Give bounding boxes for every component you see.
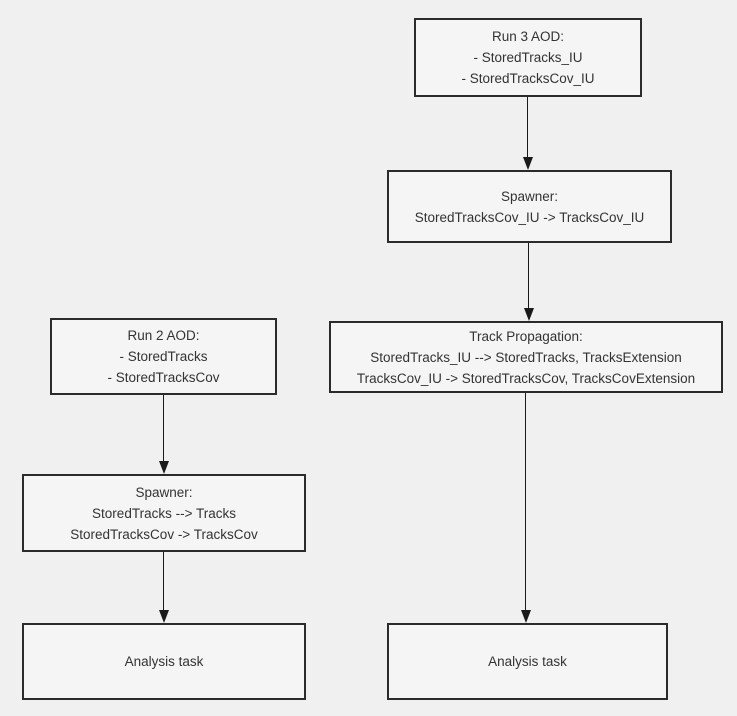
node-spawner-iu-mapping: StoredTracksCov_IU -> TracksCov_IU	[414, 209, 645, 225]
node-spawner-iu: Spawner: StoredTracksCov_IU -> TracksCov…	[387, 170, 672, 243]
node-run2-aod-title: Run 2 AOD:	[127, 328, 200, 343]
arrowhead-down-icon	[158, 461, 169, 474]
arrowhead-down-icon	[158, 610, 169, 623]
arrowhead-down-icon	[523, 308, 534, 321]
node-run2-aod-item-1: - StoredTracks	[119, 349, 208, 364]
node-analysis-task-right: Analysis task	[387, 623, 668, 700]
node-spawner: Spawner: StoredTracks --> Tracks StoredT…	[22, 474, 306, 552]
node-track-propagation-mapping-2: TracksCov_IU -> StoredTracksCov, TracksC…	[356, 370, 696, 386]
arrow-shaft	[528, 243, 529, 317]
arrow-spawner-to-analysis-left	[158, 552, 169, 623]
node-analysis-task-left-label: Analysis task	[124, 654, 204, 669]
arrow-spawner-iu-to-trackprop	[523, 243, 534, 321]
node-run3-aod: Run 3 AOD: - StoredTracks_IU - StoredTra…	[414, 18, 642, 97]
node-spawner-mapping-2: StoredTracksCov -> TracksCov	[70, 526, 258, 542]
node-run3-aod-item-1: - StoredTracks_IU	[473, 50, 583, 65]
node-spawner-iu-title: Spawner:	[500, 188, 559, 204]
node-track-propagation: Track Propagation: StoredTracks_IU --> S…	[329, 321, 723, 393]
node-run3-aod-title: Run 3 AOD:	[491, 29, 565, 44]
arrowhead-down-icon	[522, 157, 533, 170]
node-run2-aod: Run 2 AOD: - StoredTracks - StoredTracks…	[50, 318, 277, 395]
arrow-trackprop-to-analysis-right	[520, 393, 531, 623]
arrow-run2-to-spawner	[158, 395, 169, 474]
arrow-shaft	[525, 393, 526, 619]
node-spawner-mapping-1: StoredTracks --> Tracks	[92, 505, 236, 521]
node-track-propagation-mapping-1: StoredTracks_IU --> StoredTracks, Tracks…	[370, 349, 682, 365]
node-analysis-task-left: Analysis task	[22, 623, 306, 700]
arrow-shaft	[163, 552, 164, 619]
arrow-shaft	[527, 97, 528, 166]
arrow-shaft	[163, 395, 164, 470]
arrowhead-down-icon	[520, 610, 531, 623]
arrow-run3-to-spawner-iu	[522, 97, 533, 170]
node-run2-aod-item-2: - StoredTracksCov	[107, 370, 220, 385]
node-run3-aod-item-2: - StoredTracksCov_IU	[461, 71, 595, 86]
node-track-propagation-title: Track Propagation:	[469, 328, 583, 344]
node-analysis-task-right-label: Analysis task	[488, 654, 567, 669]
node-spawner-title: Spawner:	[135, 484, 193, 500]
